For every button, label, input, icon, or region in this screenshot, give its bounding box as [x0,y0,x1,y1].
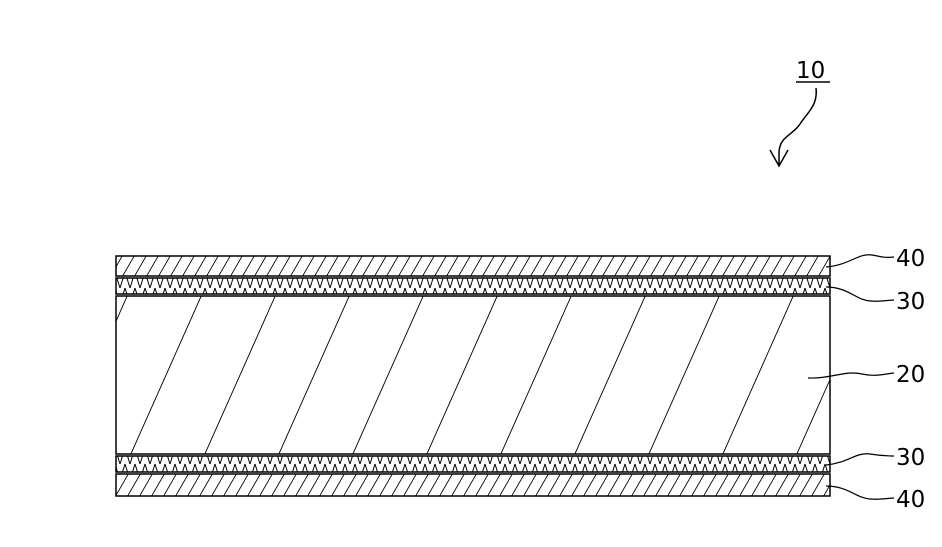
leader-bottom-inner [826,454,894,465]
assembly-reference: 10 [770,58,830,166]
label-core: 20 [896,362,925,388]
label-bottom-inner: 30 [896,445,925,471]
leader-bottom-outer [826,486,894,499]
label-top-inner: 30 [896,289,925,315]
top-outer-layer [116,256,830,276]
bottom-inner-layer [116,456,830,472]
assembly-ref-label: 10 [796,58,825,84]
label-bottom-outer: 40 [896,487,925,513]
leader-top-inner [826,287,894,301]
top-inner-layer [116,278,830,294]
assembly-arrow-line [779,88,816,166]
label-top-outer: 40 [896,246,925,272]
core-layer-hatching [116,296,830,454]
leader-top-outer [826,255,894,267]
layer-stack [116,256,830,496]
reference-numerals: 40 30 20 30 40 [896,246,925,513]
bottom-outer-layer [116,474,830,496]
